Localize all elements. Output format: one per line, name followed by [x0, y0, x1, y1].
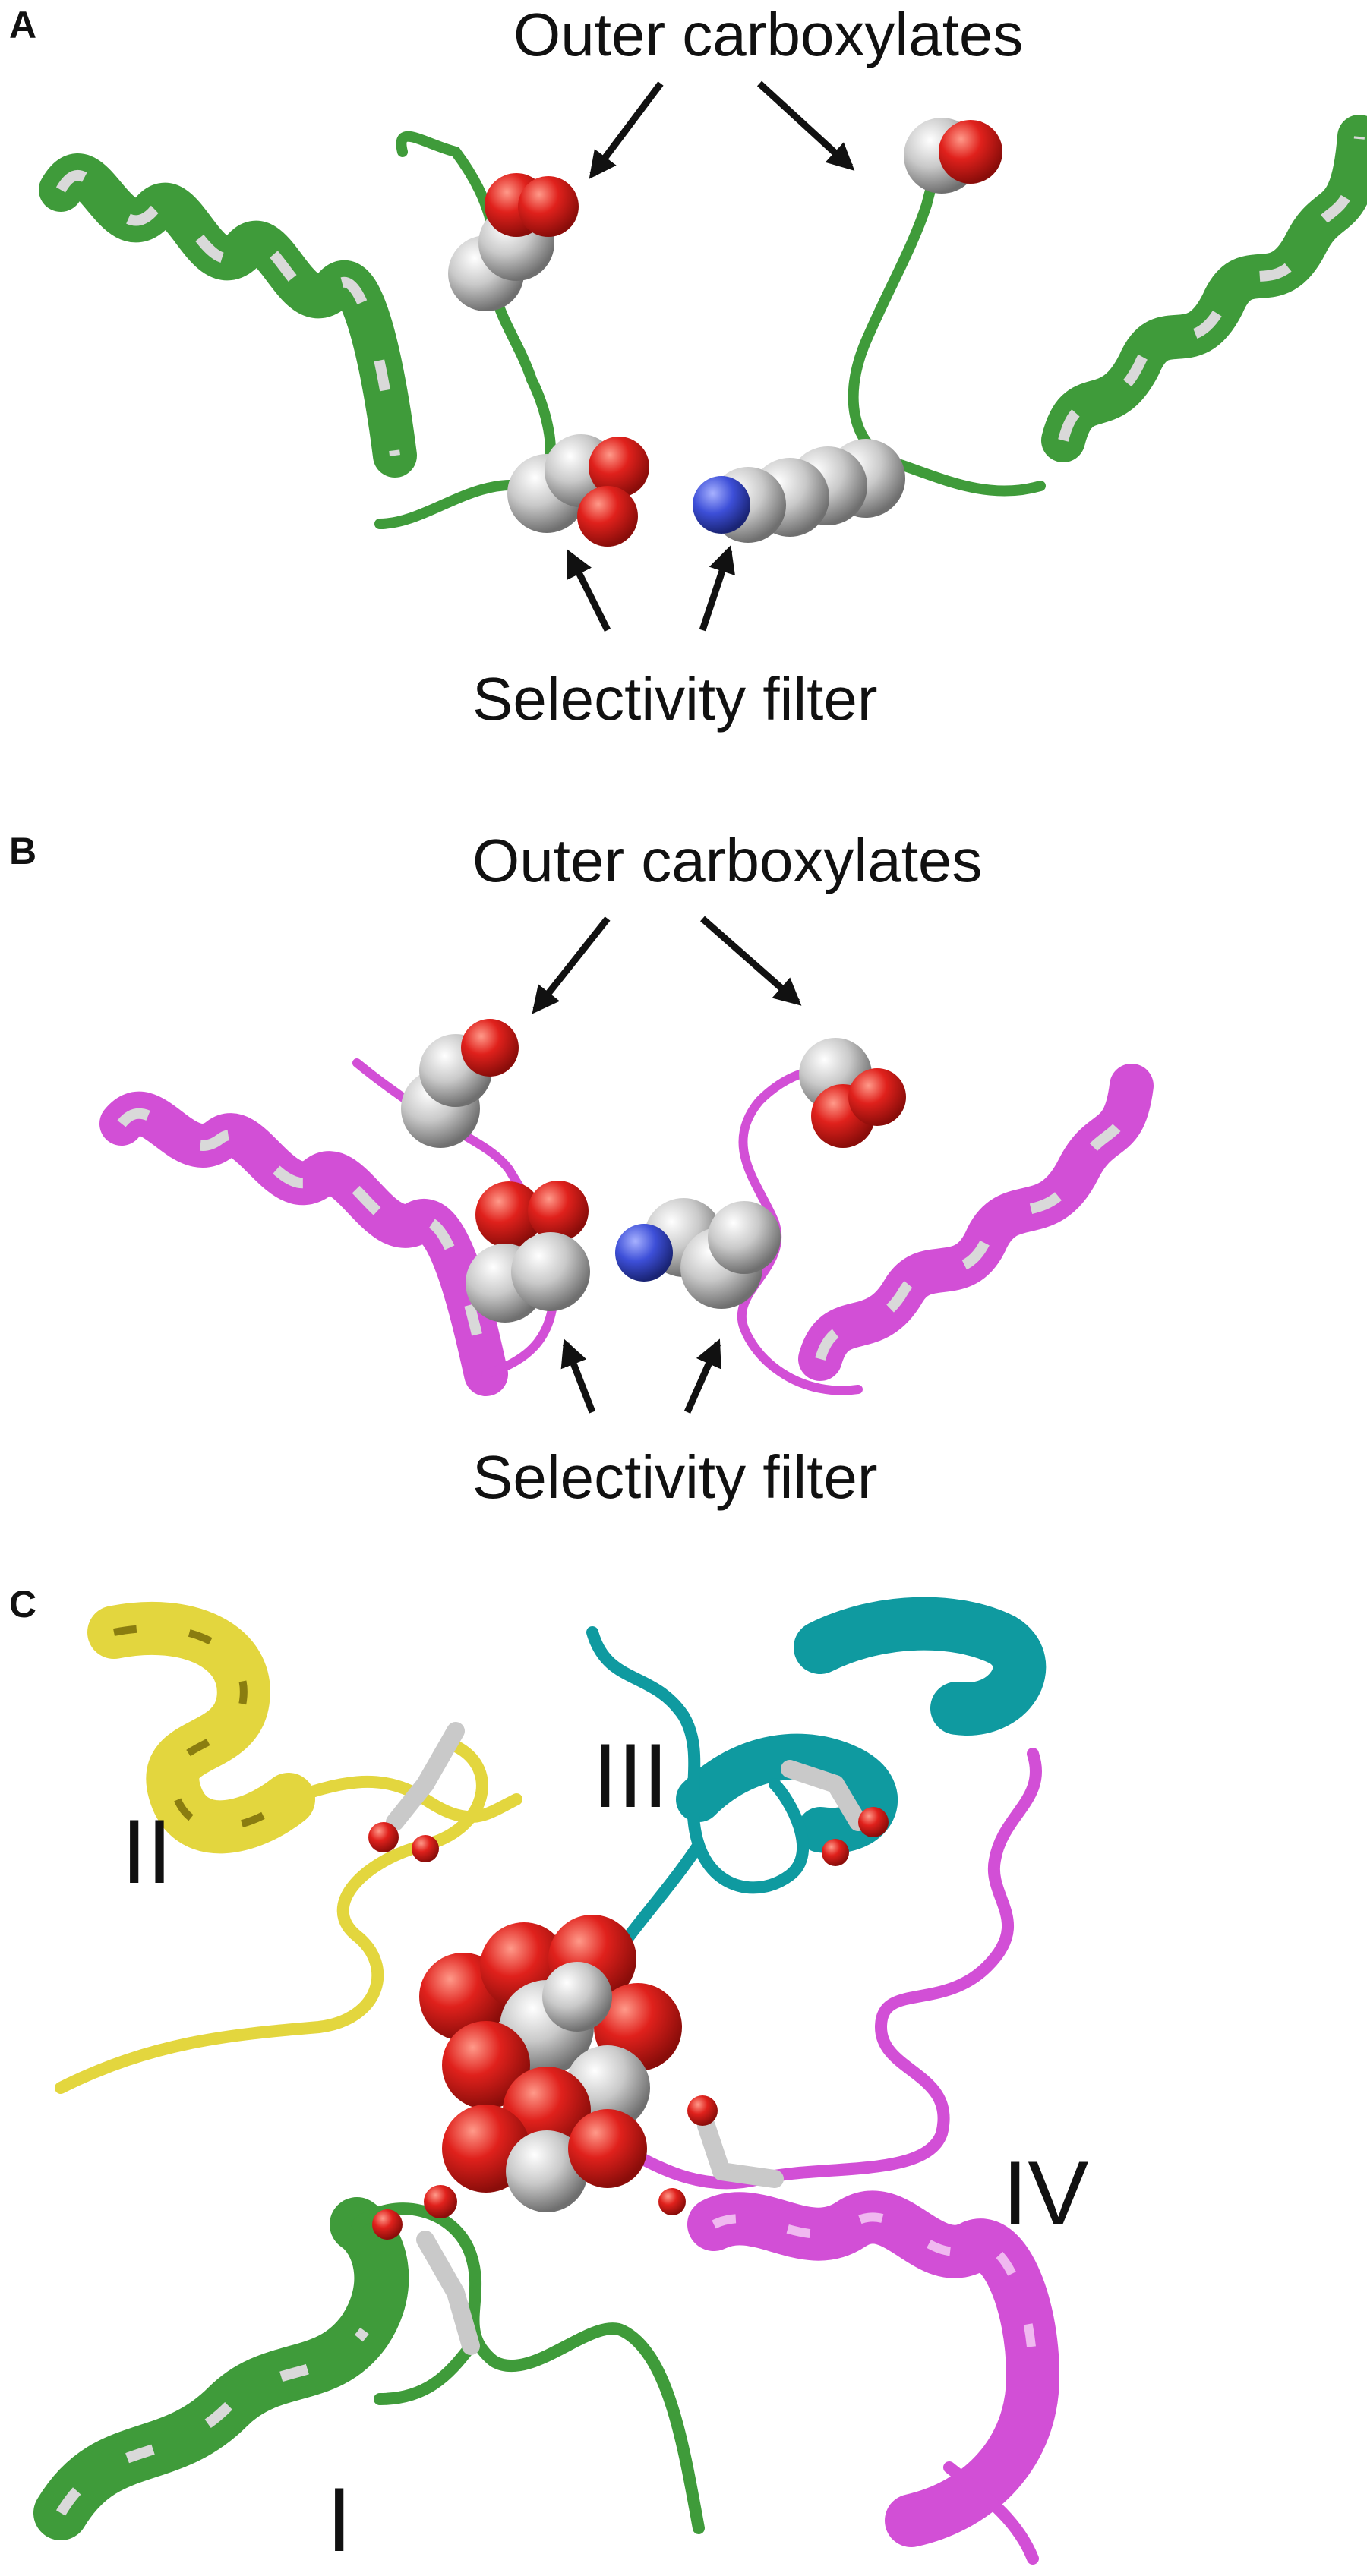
filter-residue-right-b	[615, 1198, 781, 1309]
stick-residue-iii	[781, 1760, 889, 1866]
domain-label-i: I	[327, 2469, 352, 2571]
stick-residue-ii	[368, 1722, 465, 1862]
filter-residue-left-a	[507, 434, 649, 547]
domain-label-iv: IV	[1002, 2142, 1089, 2244]
selectivity-filter-label-a: Selectivity filter	[472, 665, 878, 733]
outer-carboxylate-left-a	[448, 173, 579, 311]
panel-a-structure	[39, 80, 1367, 632]
stick-residue-i	[372, 2185, 480, 2355]
arrow-filter-left-a	[566, 549, 611, 632]
panel-b-structure	[99, 916, 1154, 1414]
panel-c-structure	[33, 1597, 1060, 2565]
outer-carboxylates-label-b: Outer carboxylates	[472, 827, 983, 894]
domain-ii-ribbon	[55, 1601, 522, 2094]
filter-residue-left-b	[466, 1181, 590, 1323]
arrow-outer-right-a	[756, 80, 855, 171]
right-helix-b	[798, 1064, 1154, 1381]
arrow-outer-right-b	[700, 916, 802, 1006]
arrow-outer-left-a	[589, 81, 664, 179]
panel-c: C	[0, 1572, 1367, 2576]
outer-carboxylates-label-a: Outer carboxylates	[513, 1, 1024, 68]
right-loop-a	[848, 131, 1046, 497]
domain-label-iii: III	[592, 1725, 669, 1827]
arrow-filter-left-b	[560, 1338, 596, 1414]
right-helix-a	[1041, 115, 1367, 462]
stick-residue-iv	[658, 2095, 784, 2215]
outer-carboxylate-right-a	[904, 118, 1002, 194]
filter-residue-right-a	[693, 439, 905, 543]
panel-letter-a: A	[9, 4, 37, 46]
left-helix-a	[39, 153, 417, 478]
domain-i-ribbon	[33, 2197, 705, 2540]
arrow-filter-right-a	[699, 545, 735, 632]
arrow-filter-right-b	[684, 1338, 721, 1414]
arrow-outer-left-b	[532, 916, 611, 1014]
outer-carboxylate-left-b	[401, 1019, 519, 1148]
panel-a: A Outer carboxylates Selectivity filter	[0, 0, 1367, 812]
panel-b: B Outer carboxylates Selectivity filter	[0, 812, 1367, 1572]
left-loop-a	[374, 131, 556, 529]
outer-carboxylate-right-b	[799, 1038, 906, 1148]
panel-letter-c: C	[9, 1583, 37, 1625]
central-carboxylate-cluster	[419, 1915, 682, 2212]
selectivity-filter-label-b: Selectivity filter	[472, 1443, 878, 1511]
left-helix-b	[99, 1091, 508, 1396]
panel-letter-b: B	[9, 830, 37, 872]
domain-label-ii: II	[122, 1801, 172, 1903]
